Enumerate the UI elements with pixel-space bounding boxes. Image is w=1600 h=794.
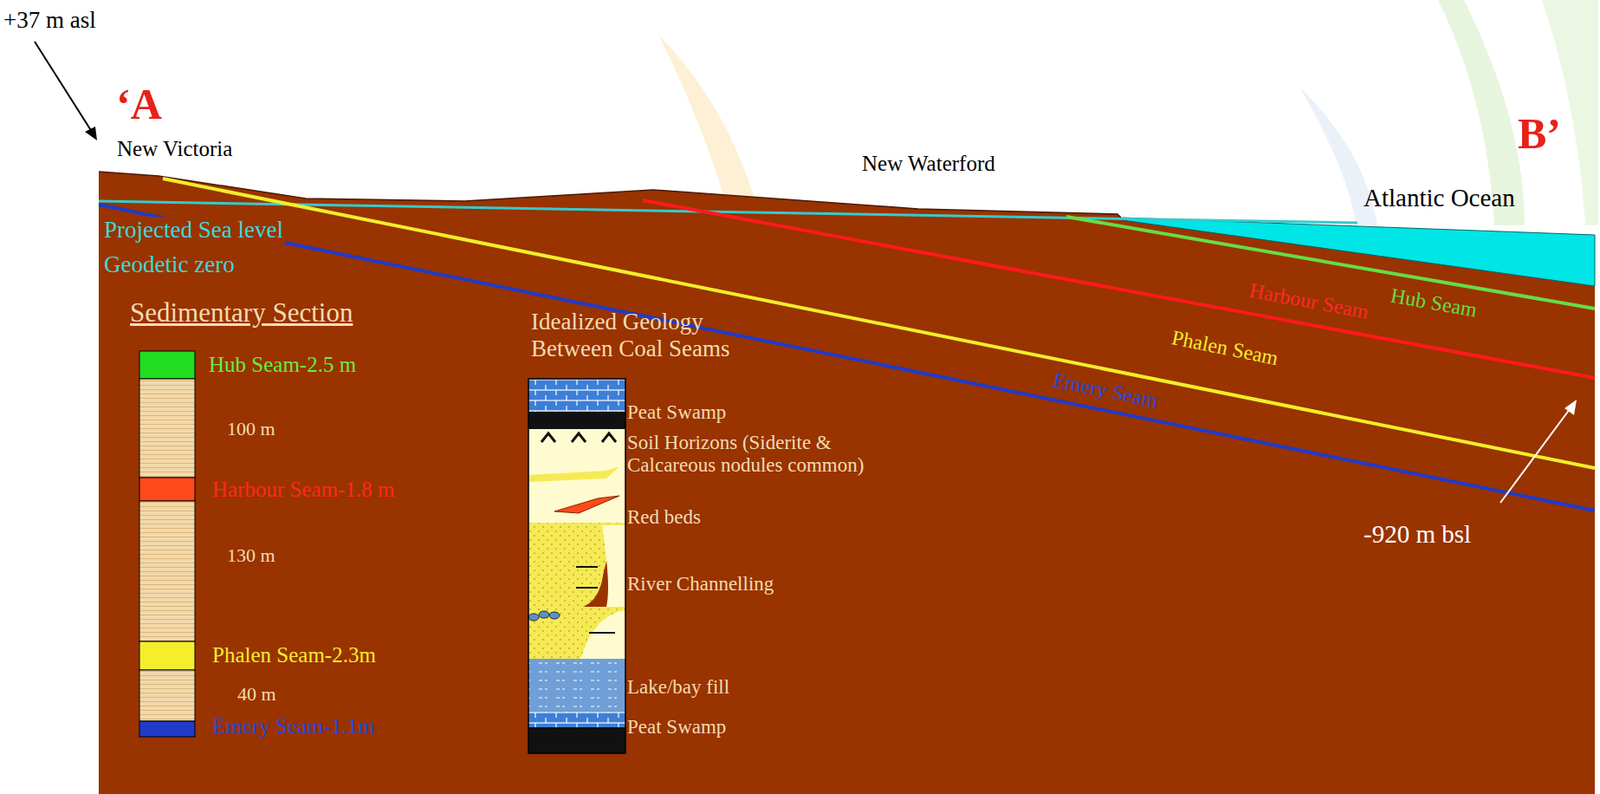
section-label: New Waterford <box>861 151 996 177</box>
section-label: 40 m <box>237 682 277 705</box>
section-label: Red beds <box>627 505 701 529</box>
section-label: Peat Swamp <box>627 401 726 424</box>
section-label: Phalen Seam-2.3m <box>212 642 376 668</box>
section-label: Atlantic Ocean <box>1363 183 1516 213</box>
section-label: B’ <box>1517 109 1562 160</box>
section-label: Hub Seam-2.5 m <box>208 352 357 378</box>
section-label: Peat Swamp <box>627 715 726 739</box>
section-label: Projected Sea level <box>102 216 286 244</box>
section-label: New Victoria <box>116 136 233 162</box>
section-label: +37 m asl <box>3 6 97 34</box>
section-label: Geodetic zero <box>102 251 237 279</box>
section-label: Harbour Seam-1.8 m <box>212 477 395 503</box>
section-label: ‘A <box>116 79 162 130</box>
section-label: 100 m <box>226 417 276 440</box>
section-label: Soil Horizons (Siderite & Calcareous nod… <box>627 431 914 478</box>
section-label: Lake/bay fill <box>627 675 730 699</box>
section-label: -920 m bsl <box>1363 519 1471 549</box>
section-label: River Channelling <box>627 572 774 596</box>
section-label: Idealized Geology Between Coal Seams <box>531 308 765 363</box>
section-label: Sedimentary Section <box>129 297 353 329</box>
section-label: 130 m <box>226 544 276 566</box>
section-label: Emery Seam-1.1m <box>212 713 375 739</box>
